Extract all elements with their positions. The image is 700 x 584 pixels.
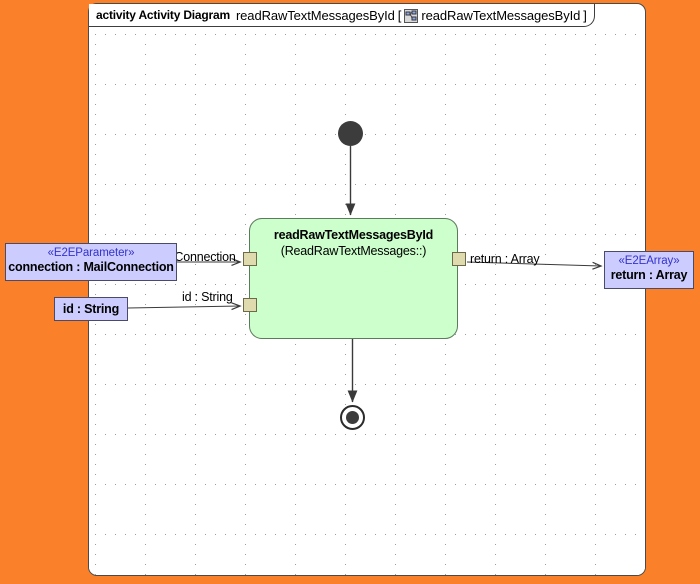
output-pin-return[interactable] [452, 252, 466, 266]
frame-bracket-close: ] [583, 7, 587, 23]
activity-diagram-frame[interactable]: activity Activity Diagram readRawTextMes… [88, 3, 646, 576]
frame-header[interactable]: activity Activity Diagram readRawTextMes… [89, 4, 595, 27]
frame-reference-label: readRawTextMessagesById [421, 7, 581, 23]
frame-bracket-open: [ [397, 7, 402, 23]
input-pin-id[interactable] [243, 298, 257, 312]
edge-label-id: id : String [182, 290, 233, 304]
input-pin-connection[interactable] [243, 252, 257, 266]
parameter-label-id: id : String [62, 301, 120, 316]
parameter-node-connection[interactable]: «E2EParameter» connection : MailConnecti… [5, 243, 177, 281]
action-node-title: readRawTextMessagesById [273, 228, 434, 242]
frame-name-label: readRawTextMessagesById [235, 7, 395, 23]
parameter-stereotype-return: «E2EArray» [618, 255, 680, 267]
parameter-label-connection: connection : MailConnection [8, 260, 174, 274]
initial-node[interactable] [338, 121, 363, 146]
parameter-label-return: return : Array [610, 268, 688, 282]
activity-diagram-icon [404, 9, 419, 23]
frame-kind-label: activity Activity Diagram [96, 8, 230, 22]
parameter-stereotype-connection: «E2EParameter» [47, 247, 135, 259]
parameter-node-return[interactable]: «E2EArray» return : Array [604, 251, 694, 289]
edge-label-return: return : Array [470, 252, 540, 266]
parameter-node-id[interactable]: id : String [54, 297, 128, 321]
action-node-readrawtextmessagesbyid[interactable]: readRawTextMessagesById (ReadRawTextMess… [249, 218, 458, 339]
action-node-subtitle: (ReadRawTextMessages::) [280, 244, 427, 258]
activity-final-node[interactable] [340, 405, 365, 430]
